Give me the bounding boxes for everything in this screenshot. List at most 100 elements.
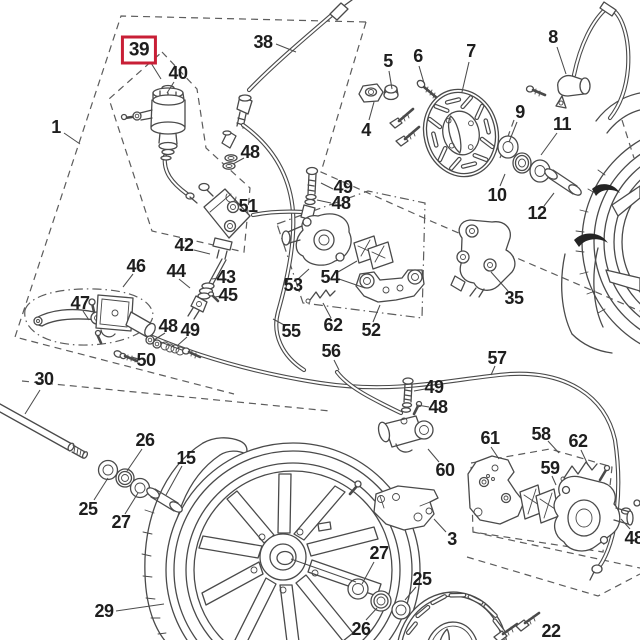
leader-line-52	[372, 304, 381, 323]
part-label-6: 6	[413, 46, 423, 66]
part-label-48: 48	[624, 528, 640, 548]
part-label-8: 8	[548, 27, 558, 47]
part-label-48: 48	[331, 193, 351, 213]
leader-line-45	[214, 295, 222, 298]
leader-line-27	[361, 561, 375, 585]
leader-line-54	[337, 260, 358, 273]
leader-line-48	[416, 404, 430, 408]
part-label-12: 12	[527, 203, 547, 223]
part-label-50: 50	[136, 350, 156, 370]
leader-line-4	[368, 101, 375, 121]
part-label-30: 30	[34, 369, 54, 389]
part-label-44: 44	[166, 261, 186, 281]
leader-line-39	[150, 62, 162, 80]
front-caliper-group-drawing	[467, 455, 634, 552]
leader-line-57	[490, 365, 496, 376]
part-label-11: 11	[552, 114, 572, 134]
part-label-52: 52	[361, 320, 381, 340]
front-lever-group-drawing	[33, 294, 202, 363]
part-label-25: 25	[78, 499, 98, 519]
bracket-3-drawing	[373, 485, 439, 531]
leader-line-48	[620, 518, 631, 530]
part-label-7: 7	[466, 41, 476, 61]
disc-bolts-drawing	[493, 611, 541, 640]
part-label-47: 47	[70, 293, 90, 313]
front-wheel-drawing	[165, 442, 421, 640]
part-label-51: 51	[238, 196, 258, 216]
part-label-42: 42	[174, 235, 194, 255]
part-label-56: 56	[321, 341, 341, 361]
part-label-15: 15	[176, 448, 196, 468]
brake-hoses-drawing	[147, 122, 640, 581]
leader-line-55	[272, 318, 287, 327]
leader-line-35	[490, 271, 509, 292]
front-axle-drawing	[0, 403, 89, 459]
rear-bearing-set-drawing	[497, 135, 582, 196]
leader-line-51	[235, 201, 243, 207]
leader-line-50	[131, 356, 139, 360]
leader-line-48	[316, 199, 332, 204]
leader-line-3	[433, 518, 447, 533]
left-bearing-set-drawing	[97, 459, 183, 513]
part-label-48: 48	[158, 316, 178, 336]
part-label-48: 48	[240, 142, 260, 162]
front-disc-drawing	[422, 88, 500, 178]
leader-line-10	[499, 173, 506, 187]
leader-line-48	[153, 332, 166, 341]
part-label-48: 48	[428, 397, 448, 417]
part-label-38: 38	[253, 32, 273, 52]
part-label-22: 22	[541, 621, 561, 640]
leader-line-26	[365, 607, 378, 621]
front-hub-parts-drawing	[358, 79, 439, 147]
part-label-45: 45	[218, 285, 238, 305]
part-label-3: 3	[447, 529, 457, 549]
leader-line-46	[122, 273, 134, 288]
leader-line-25	[93, 477, 109, 501]
part-label-27: 27	[369, 543, 389, 563]
part-label-58: 58	[531, 424, 551, 444]
leader-line-15	[165, 465, 183, 496]
part-label-57: 57	[487, 348, 507, 368]
leader-line-60	[427, 448, 440, 463]
leader-line-11	[540, 132, 558, 156]
leader-line-29	[115, 603, 165, 612]
brake-pipe-38-drawing	[221, 0, 353, 170]
leader-line-62	[580, 449, 589, 466]
leader-line-47	[82, 310, 90, 321]
part-label-62: 62	[323, 315, 343, 335]
leader-line-49	[177, 336, 188, 346]
rear-caliper-group-drawing	[281, 213, 425, 304]
part-label-4: 4	[361, 120, 371, 140]
leader-line-9	[508, 121, 518, 143]
part-label-10: 10	[487, 185, 507, 205]
part-label-49: 49	[180, 320, 200, 340]
leader-line-26	[126, 448, 143, 472]
part-label-27: 27	[111, 512, 131, 532]
part-label-39-highlighted: 39	[120, 35, 158, 65]
part-label-40: 40	[168, 63, 188, 83]
sensor-bracket-drawing	[450, 219, 516, 298]
part-label-49: 49	[424, 377, 444, 397]
leader-line-62	[322, 302, 332, 319]
leader-line-30	[24, 389, 41, 415]
leader-line-5	[388, 70, 393, 90]
part-label-46: 46	[126, 256, 146, 276]
leader-line-58	[547, 440, 560, 454]
part-label-29: 29	[94, 601, 114, 621]
leader-line-49	[320, 182, 334, 190]
part-label-59: 59	[540, 458, 560, 478]
leader-line-42	[193, 249, 211, 255]
part-label-62: 62	[568, 431, 588, 451]
leader-line-49	[413, 388, 426, 392]
leader-line-56	[333, 359, 340, 371]
leader-line-27	[124, 492, 139, 515]
part-label-35: 35	[504, 288, 524, 308]
leader-line-6	[418, 65, 425, 84]
part-label-49: 49	[333, 177, 353, 197]
leader-line-40	[166, 81, 175, 94]
leader-line-12	[543, 192, 555, 207]
leader-line-27	[290, 558, 357, 583]
